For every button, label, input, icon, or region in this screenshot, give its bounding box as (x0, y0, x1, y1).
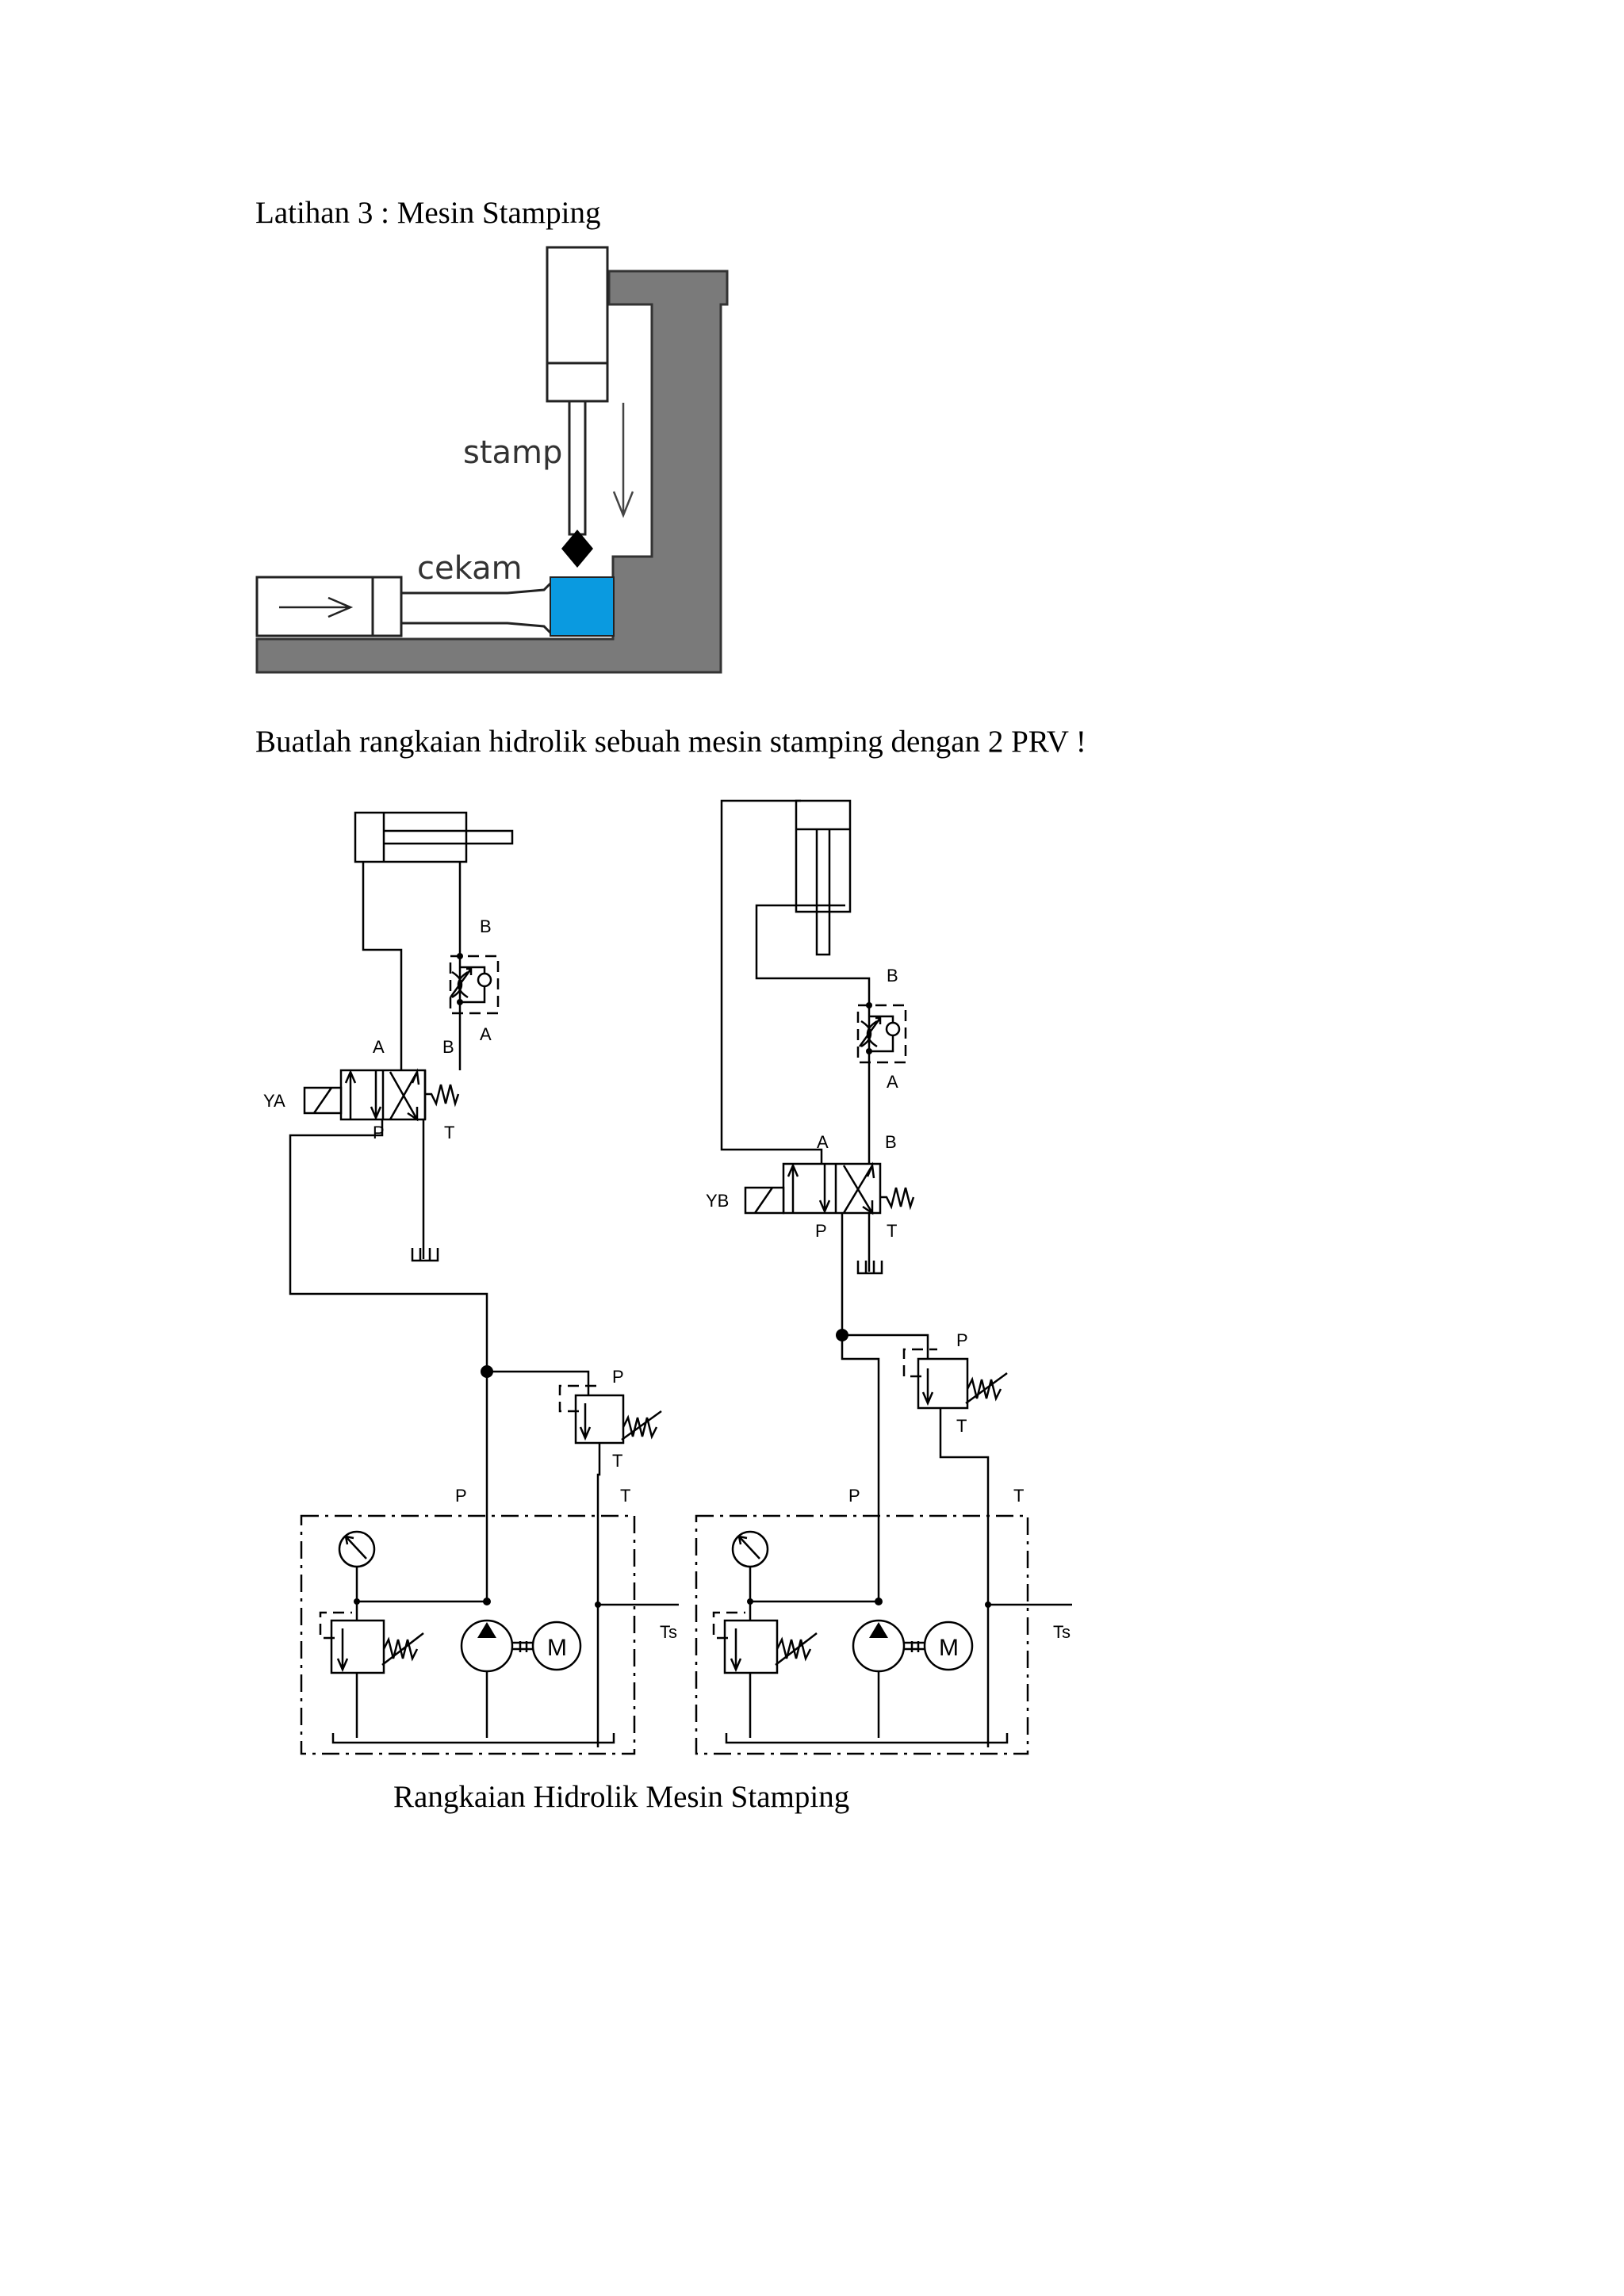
down-arrow-icon (612, 403, 634, 519)
pump-right-icon (852, 1619, 906, 1673)
right-arrow-icon (279, 596, 354, 618)
motor-right-label: M (939, 1635, 959, 1661)
fcv-right-port-a: A (887, 1072, 898, 1092)
valve-left-port-a: A (373, 1037, 385, 1057)
prv-right-port-t: T (956, 1416, 967, 1436)
clamp-rod (401, 582, 552, 634)
pressure-gauge-icon (338, 1530, 376, 1568)
unit-left-port-t: T (620, 1486, 630, 1506)
valve-left-solenoid: YA (263, 1091, 285, 1111)
pressure-relief-valve-right (917, 1357, 969, 1410)
document-heading: Latihan 3 : Mesin Stamping (255, 196, 601, 230)
pressure-relief-valve-left (574, 1394, 625, 1445)
fcv-left-port-b: B (480, 916, 492, 936)
instruction-text: Buatlah rangkaian hidrolik sebuah mesin … (255, 725, 1086, 759)
fcv-left-port-a: A (480, 1024, 492, 1044)
clamp-cylinder (255, 576, 403, 637)
machine-frame (255, 270, 729, 674)
stamp-rod (568, 400, 587, 536)
power-unit-right (695, 1514, 1029, 1755)
stamp-cylinder-symbol (795, 799, 852, 913)
clamp-label: cekam (417, 550, 523, 587)
stamp-label: stamp (463, 434, 562, 471)
clamp-cylinder-symbol (354, 811, 468, 863)
unit-right-port-t: T (1013, 1486, 1024, 1506)
valve-right-port-b: B (885, 1132, 897, 1152)
directional-valve-left (339, 1069, 427, 1121)
prv-right-port-p: P (956, 1330, 968, 1350)
valve-left-port-b: B (442, 1037, 454, 1057)
motor-left-label: M (547, 1635, 567, 1661)
motor-icon (531, 1621, 582, 1671)
pressure-gauge-right-icon (731, 1530, 769, 1568)
stamp-cylinder (546, 246, 609, 403)
valve-right-port-t: T (887, 1221, 897, 1241)
unit-right-port-ts: Ts (1053, 1622, 1071, 1642)
valve-right-port-a: A (817, 1132, 829, 1152)
pump-icon (460, 1619, 514, 1673)
unit-left-port-p: P (455, 1486, 467, 1506)
figure-caption: Rangkaian Hidrolik Mesin Stamping (393, 1780, 850, 1814)
valve-right-port-p: P (815, 1221, 827, 1241)
stamp-die (561, 530, 593, 568)
fcv-right-port-b: B (887, 966, 898, 985)
prv-left-port-p: P (612, 1367, 624, 1387)
unit-right-port-p: P (848, 1486, 860, 1506)
valve-left-port-p: P (373, 1123, 385, 1142)
prv-left-port-t: T (612, 1451, 622, 1471)
valve-left-port-t: T (444, 1123, 454, 1142)
valve-right-solenoid: YB (706, 1191, 729, 1211)
directional-valve-right (782, 1162, 882, 1215)
motor-right-icon (923, 1621, 974, 1671)
unit-left-port-ts: Ts (660, 1622, 677, 1642)
power-unit-left (300, 1514, 636, 1755)
workpiece (550, 576, 615, 637)
flow-control-valve-right (856, 1004, 907, 1064)
flow-control-valve (449, 955, 500, 1015)
